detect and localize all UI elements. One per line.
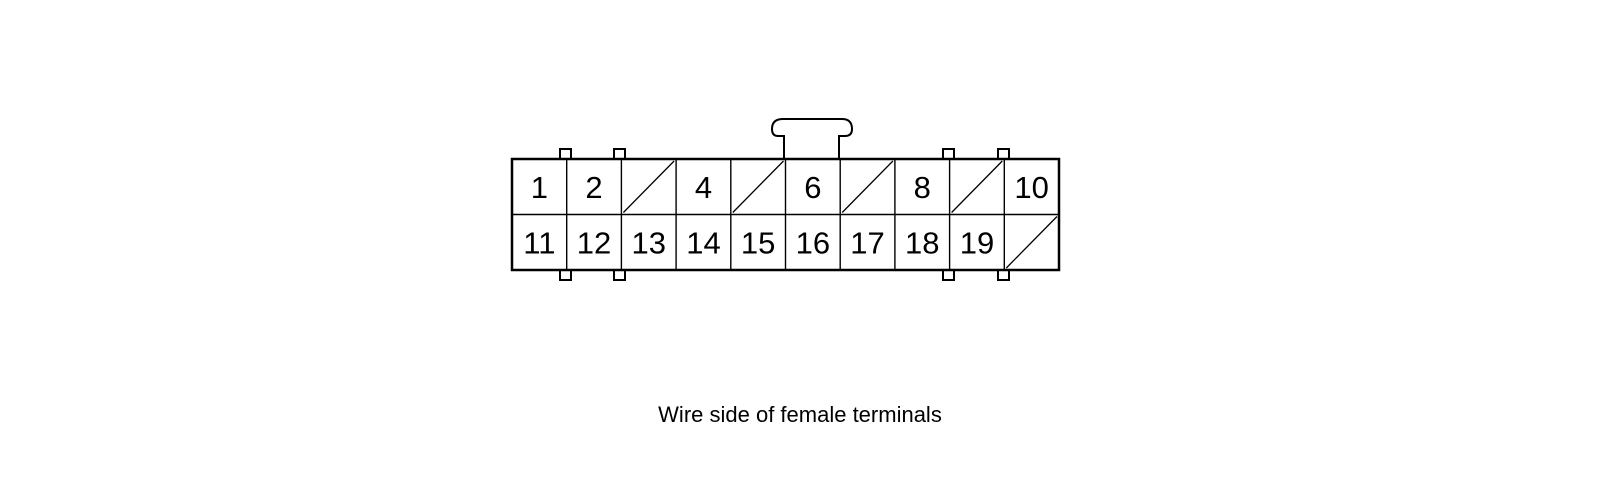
terminal-label: 11 xyxy=(523,225,555,260)
terminal-label: 13 xyxy=(632,225,666,260)
connector-lock-tab xyxy=(770,118,854,159)
top-clip xyxy=(613,148,626,160)
empty-cavity-slash xyxy=(841,160,894,213)
terminal-label: 18 xyxy=(905,225,939,260)
bottom-clip xyxy=(997,269,1010,281)
top-clip xyxy=(559,148,572,160)
bottom-clip xyxy=(559,269,572,281)
diagram-caption: Wire side of female terminals xyxy=(658,402,942,427)
empty-cavity-slash xyxy=(622,160,675,213)
terminal-label: 12 xyxy=(577,225,611,260)
empty-cavity-slash xyxy=(951,160,1003,213)
terminal-label: 2 xyxy=(585,170,602,205)
terminal-label: 17 xyxy=(850,225,884,260)
terminal-label: 1 xyxy=(531,170,548,205)
bottom-clip xyxy=(942,269,955,281)
terminal-label: 14 xyxy=(686,225,720,260)
retention-clips xyxy=(559,148,1010,281)
empty-cavity-slash xyxy=(1005,216,1058,269)
top-clip xyxy=(942,148,955,160)
bottom-clip xyxy=(613,269,626,281)
terminal-label: 10 xyxy=(1014,170,1048,205)
top-clip xyxy=(997,148,1010,160)
empty-cavity-slash xyxy=(732,160,784,213)
terminal-label: 16 xyxy=(796,225,830,260)
terminal-label: 4 xyxy=(695,170,712,205)
terminal-label: 19 xyxy=(960,225,994,260)
terminal-label: 8 xyxy=(914,170,931,205)
terminal-label: 6 xyxy=(804,170,821,205)
terminal-label: 15 xyxy=(741,225,775,260)
